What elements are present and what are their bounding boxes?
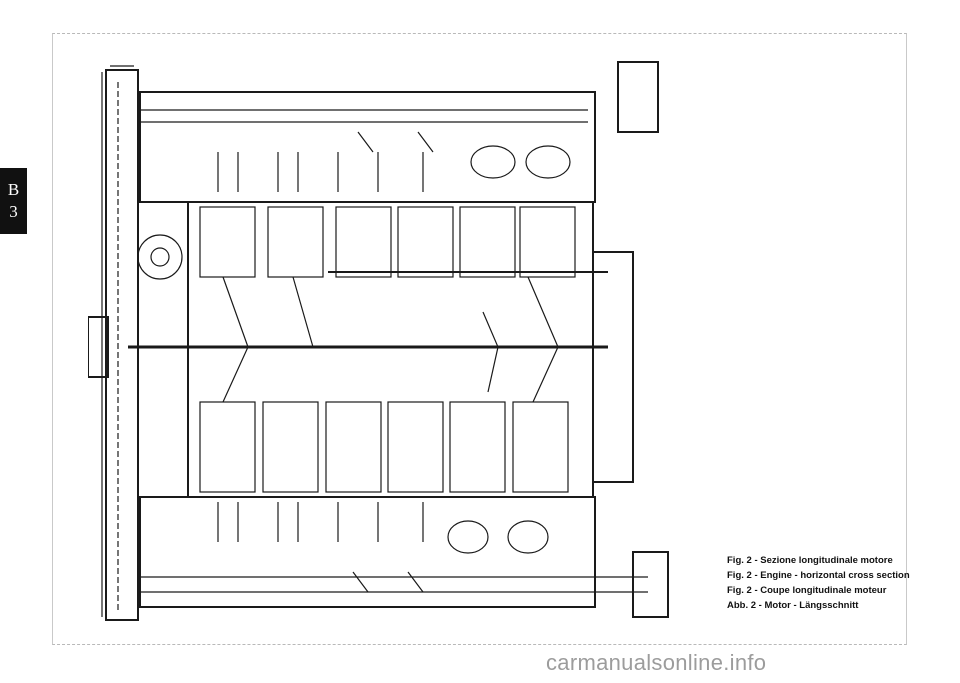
section-tab: B 3 xyxy=(0,168,27,234)
figure-caption: Fig. 2 - Sezione longitudinale motore Fi… xyxy=(727,555,912,615)
engine-cross-section-drawing xyxy=(88,61,669,621)
section-letter: B xyxy=(7,180,20,199)
caption-french: Fig. 2 - Coupe longitudinale moteur xyxy=(727,585,887,596)
caption-english: Fig. 2 - Engine - horizontal cross secti… xyxy=(727,570,910,581)
watermark: carmanualsonline.info xyxy=(546,650,767,675)
page-frame xyxy=(52,33,907,645)
caption-german: Abb. 2 - Motor - Längsschnitt xyxy=(727,600,859,611)
caption-italian: Fig. 2 - Sezione longitudinale motore xyxy=(727,555,893,566)
section-number: 3 xyxy=(9,202,18,221)
